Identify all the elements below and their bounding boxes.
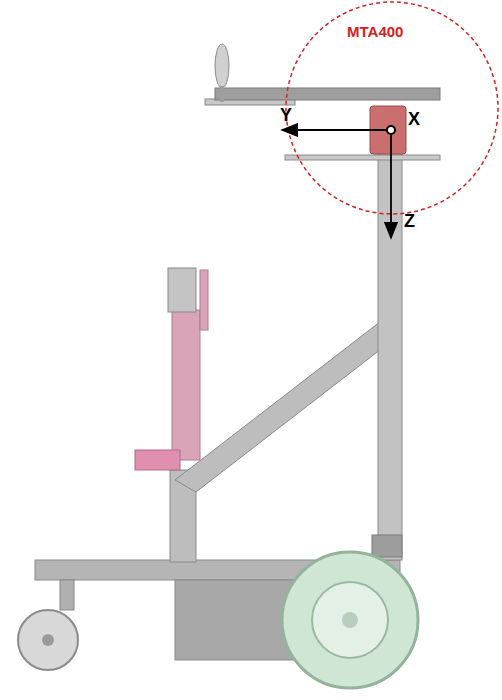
y-axis — [282, 129, 388, 131]
caster-hub — [42, 634, 54, 646]
highlight-circle — [286, 2, 498, 214]
wheel-rim — [312, 582, 388, 658]
antenna-stem — [220, 86, 224, 102]
caster-wheel — [18, 610, 78, 670]
axis-label: Z — [404, 212, 415, 230]
wheel-hub — [342, 612, 358, 628]
sensor-name: MTA400 — [347, 24, 403, 39]
top-plate — [215, 88, 440, 100]
pink-tab — [200, 270, 208, 330]
lower-plate — [285, 155, 440, 160]
axis-label: X — [408, 110, 420, 128]
main-post — [378, 140, 402, 560]
pink-column — [172, 310, 200, 460]
camera — [168, 268, 196, 312]
axis-label: Y — [280, 106, 292, 124]
pink-bracket — [135, 450, 180, 470]
caster-fork — [60, 580, 74, 610]
drive-wheel — [282, 552, 418, 688]
z-axis — [390, 134, 392, 238]
antenna — [215, 44, 229, 88]
diagonal-strut — [175, 318, 385, 492]
axis-origin — [387, 126, 395, 134]
post-bracket — [372, 535, 402, 557]
